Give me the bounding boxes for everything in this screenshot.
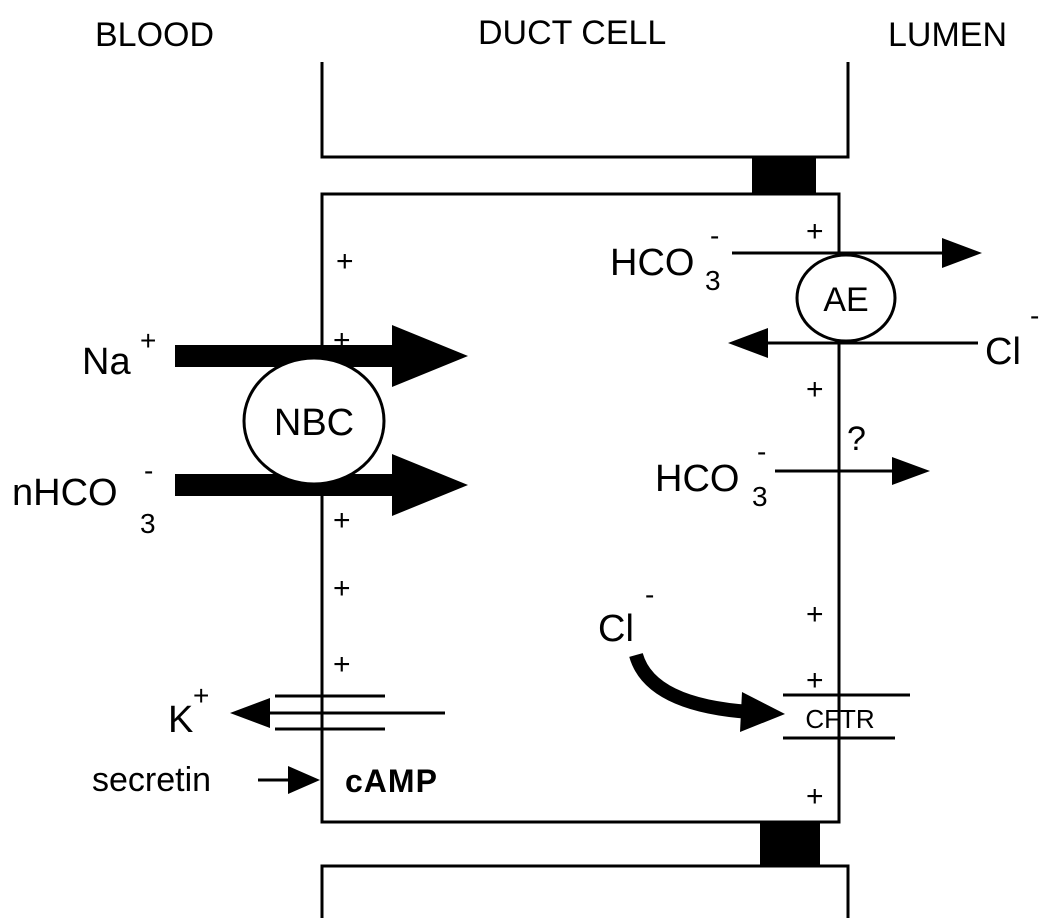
secretin-arrow-head — [288, 766, 320, 794]
hco3-unknown-arrow-head — [892, 457, 930, 485]
hco3-ae-charge: - — [710, 220, 719, 251]
cl-cftr-arrow-curve — [629, 652, 751, 719]
tight-junction-top — [752, 157, 816, 194]
header-blood: BLOOD — [95, 16, 214, 54]
hco3-ae-arrow-head — [942, 238, 982, 268]
upper-neighbor-cell — [320, 62, 850, 159]
camp-label: cAMP — [345, 763, 438, 799]
na-label: Na — [82, 341, 131, 383]
hco3-unknown-label: HCO — [655, 458, 739, 500]
cl-cftr-label: Cl — [598, 608, 634, 650]
apical-charge: + — [806, 598, 824, 631]
k-label: K — [168, 699, 193, 741]
basolateral-charge: + — [333, 572, 351, 605]
cl-cftr-charge: - — [645, 579, 654, 610]
lower-neighbor-cell — [320, 864, 850, 918]
hco3-arrow-head — [392, 454, 468, 516]
na-arrow-head — [392, 325, 468, 387]
hco3-unknown-charge: - — [757, 436, 766, 467]
tight-junction-bottom — [760, 822, 820, 866]
na-arrow-shaft — [175, 345, 400, 367]
cftr-label: CFTR — [805, 704, 874, 734]
basolateral-charge: + — [333, 504, 351, 537]
k-charge: + — [193, 680, 209, 711]
hco3-unknown-subscript: 3 — [752, 481, 768, 512]
duct-cell — [320, 192, 841, 824]
hco3-ae-subscript: 3 — [705, 265, 721, 296]
ae-transporter — [795, 253, 897, 343]
header-lumen: LUMEN — [888, 16, 1007, 54]
nhco3-subscript: 3 — [140, 508, 156, 539]
apical-charge: + — [806, 780, 824, 813]
apical-charge: + — [806, 215, 824, 248]
cl-ae-arrow-head — [728, 328, 768, 358]
nhco3-label: nHCO — [12, 472, 118, 514]
header-duct-cell: DUCT CELL — [478, 14, 666, 52]
na-charge: + — [140, 325, 156, 356]
cl-ae-label: Cl — [985, 331, 1021, 373]
nbc-transporter — [242, 356, 386, 486]
apical-charge: + — [806, 664, 824, 697]
basolateral-charge: + — [333, 648, 351, 681]
secretin-label: secretin — [92, 761, 211, 799]
apical-charge: + — [806, 373, 824, 406]
cl-ae-charge: - — [1030, 300, 1039, 331]
ae-label: AE — [823, 281, 868, 319]
basolateral-charge: + — [336, 245, 354, 278]
nhco3-charge: - — [144, 455, 153, 486]
nbc-label: NBC — [274, 402, 354, 444]
hco3-ae-label: HCO — [610, 242, 694, 284]
cl-cftr-arrow-head — [740, 692, 785, 732]
unknown-pathway-mark: ? — [847, 420, 866, 458]
k-arrow-head — [230, 698, 270, 728]
